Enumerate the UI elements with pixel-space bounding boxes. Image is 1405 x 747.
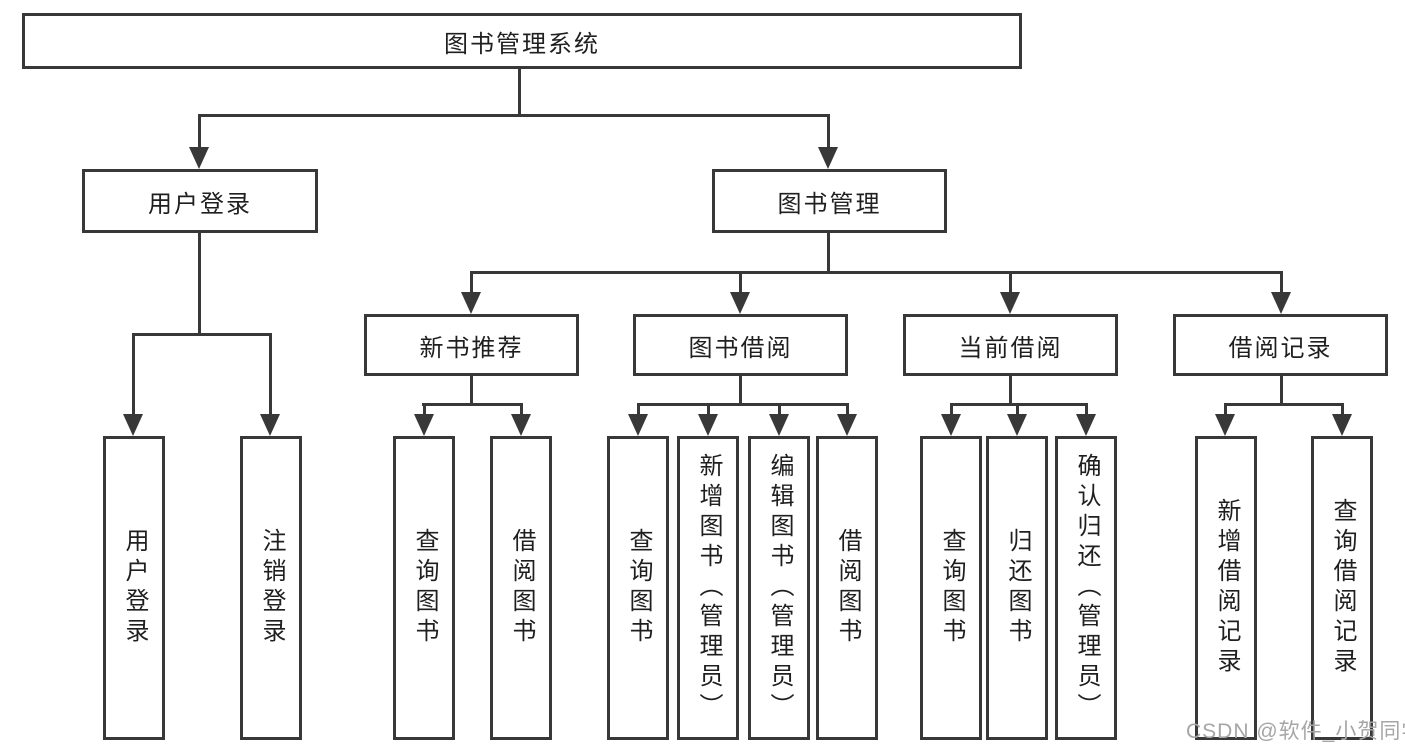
- node-label: 用户登录: [148, 190, 252, 218]
- arrowhead-icon: [123, 414, 143, 436]
- node-label: 图书借阅: [688, 334, 793, 362]
- line: [1085, 403, 1088, 416]
- leaf-records-query-record: 查询借阅记录: [1311, 436, 1373, 740]
- csdn-watermark: CSDN @软件_小贺同学: [1186, 720, 1405, 743]
- arrowhead-icon: [1332, 414, 1352, 436]
- node-library-system: 图书管理系统: [22, 13, 1022, 69]
- leaf-current-return-books: 归还图书: [986, 436, 1048, 740]
- line: [827, 233, 830, 273]
- line: [739, 271, 742, 294]
- line: [1280, 376, 1283, 405]
- line: [132, 333, 135, 415]
- line: [1280, 271, 1283, 294]
- leaf-borrow-query-books: 查询图书: [607, 436, 669, 740]
- leaf-recommend-query-books: 查询图书: [393, 436, 455, 740]
- leaf-current-confirm-return-admin: 确认归还（管理员）: [1055, 436, 1117, 740]
- leaf-label: 归还图书: [1004, 528, 1031, 648]
- arrowhead-icon: [1076, 414, 1096, 436]
- arrowhead-icon: [730, 292, 750, 314]
- node-new-book-recommend: 新书推荐: [364, 314, 579, 376]
- leaf-user-login: 用户登录: [103, 436, 165, 740]
- leaf-label: 借阅图书: [834, 528, 861, 648]
- arrowhead-icon: [769, 414, 789, 436]
- line: [827, 114, 830, 148]
- arrowhead-icon: [1007, 414, 1027, 436]
- line: [950, 403, 953, 416]
- node-label: 图书管理: [777, 190, 882, 218]
- node-label: 图书管理系统: [444, 30, 600, 58]
- arrowhead-icon: [628, 414, 648, 436]
- line: [198, 114, 830, 117]
- leaf-label: 查询借阅记录: [1329, 498, 1356, 678]
- node-user-login: 用户登录: [82, 169, 318, 233]
- line: [1224, 403, 1344, 406]
- leaf-borrow-borrow-books: 借阅图书: [816, 436, 878, 740]
- line: [637, 403, 640, 416]
- node-book-borrowing: 图书借阅: [633, 314, 848, 376]
- node-label: 借阅记录: [1228, 334, 1333, 362]
- line: [132, 333, 272, 336]
- arrowhead-icon: [837, 414, 857, 436]
- leaf-label: 查询图书: [411, 528, 438, 648]
- line: [950, 403, 1088, 406]
- leaf-recommend-borrow-books: 借阅图书: [490, 436, 552, 740]
- line: [1009, 376, 1012, 405]
- line: [637, 403, 849, 406]
- line: [1341, 403, 1344, 416]
- line: [470, 271, 1283, 274]
- leaf-label: 新增借阅记录: [1213, 498, 1240, 678]
- line: [707, 403, 710, 416]
- node-book-management: 图书管理: [712, 169, 947, 233]
- line: [423, 403, 426, 416]
- arrowhead-icon: [189, 147, 209, 169]
- leaf-records-add-record: 新增借阅记录: [1195, 436, 1257, 740]
- leaf-label: 借阅图书: [508, 528, 535, 648]
- line: [470, 376, 473, 405]
- leaf-borrow-add-books-admin: 新增图书（管理员）: [677, 436, 739, 740]
- line: [518, 69, 521, 116]
- leaf-label: 新增图书（管理员）: [695, 453, 722, 723]
- leaf-current-query-books: 查询图书: [920, 436, 982, 740]
- line: [1224, 403, 1227, 416]
- node-label: 当前借阅: [958, 334, 1063, 362]
- node-borrowing-records: 借阅记录: [1173, 314, 1388, 376]
- leaf-label: 查询图书: [938, 528, 965, 648]
- arrowhead-icon: [1215, 414, 1235, 436]
- line: [1016, 403, 1019, 416]
- line: [520, 403, 523, 416]
- leaf-label: 编辑图书（管理员）: [766, 453, 793, 723]
- line: [1009, 271, 1012, 294]
- leaf-label: 确认归还（管理员）: [1073, 453, 1100, 723]
- leaf-label: 用户登录: [121, 528, 148, 648]
- node-current-borrowing: 当前借阅: [903, 314, 1118, 376]
- arrowhead-icon: [1271, 292, 1291, 314]
- leaf-label: 注销登录: [258, 528, 285, 648]
- arrowhead-icon: [941, 414, 961, 436]
- line: [778, 403, 781, 416]
- line: [846, 403, 849, 416]
- leaf-logout: 注销登录: [240, 436, 302, 740]
- arrowhead-icon: [414, 414, 434, 436]
- line: [269, 333, 272, 415]
- arrowhead-icon: [1000, 292, 1020, 314]
- line: [422, 403, 523, 406]
- arrowhead-icon: [818, 147, 838, 169]
- line: [198, 114, 201, 148]
- arrowhead-icon: [461, 292, 481, 314]
- arrowhead-icon: [260, 414, 280, 436]
- node-label: 新书推荐: [419, 334, 524, 362]
- line: [470, 271, 473, 294]
- line: [198, 233, 201, 336]
- line: [739, 376, 742, 405]
- arrowhead-icon: [698, 414, 718, 436]
- leaf-label: 查询图书: [625, 528, 652, 648]
- arrowhead-icon: [511, 414, 531, 436]
- leaf-borrow-edit-books-admin: 编辑图书（管理员）: [748, 436, 810, 740]
